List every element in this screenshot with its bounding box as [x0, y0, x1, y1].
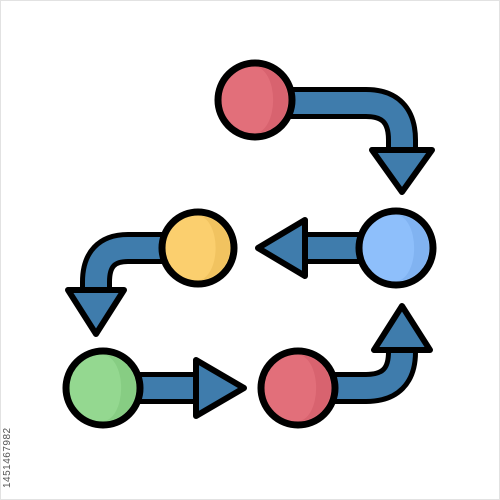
- node-red-bottom: [257, 347, 339, 429]
- node-blue: [355, 207, 437, 289]
- node-shade: [103, 355, 136, 421]
- node-red-top: [214, 59, 296, 141]
- node-shade: [396, 215, 429, 281]
- arrow-bottom-right: [137, 357, 247, 419]
- arrow-bottom-up: [333, 303, 433, 404]
- node-green: [62, 347, 144, 429]
- arrow-top-right: [290, 87, 435, 195]
- node-shade: [198, 216, 230, 280]
- node-yellow: [158, 208, 238, 288]
- node-shade: [255, 67, 288, 133]
- node-shade: [298, 355, 331, 421]
- arrow-left-down: [65, 232, 163, 337]
- stock-image-id: 1451467982: [2, 427, 13, 488]
- arrow-middle-left: [255, 217, 362, 279]
